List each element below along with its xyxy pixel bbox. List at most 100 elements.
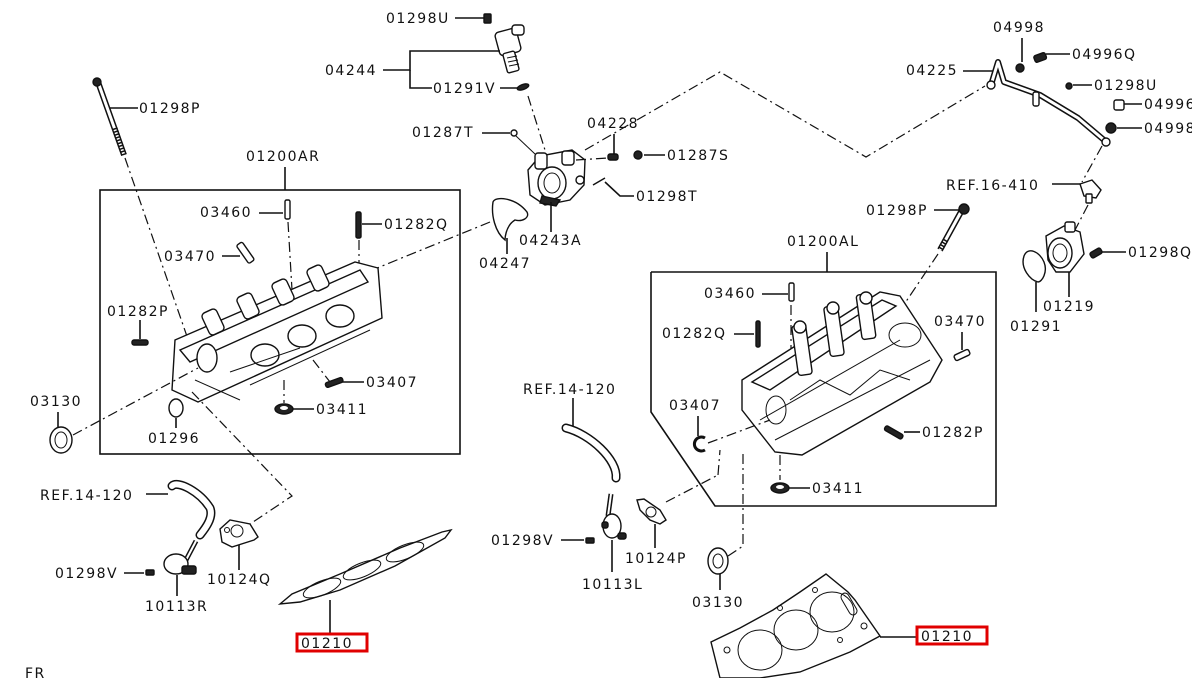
pin-03470 xyxy=(236,241,255,264)
cylinder-head-left-box xyxy=(650,271,997,507)
stud-01282Q-left xyxy=(755,320,761,348)
highlight-01210-left[interactable]: 01210 xyxy=(295,632,369,653)
oil-seal-03130-center xyxy=(707,547,729,575)
guide-line xyxy=(717,449,721,476)
label-01282P-left[interactable]: 01282P xyxy=(922,425,984,441)
label-01210-left[interactable]: 01210 xyxy=(301,636,353,652)
label-04225[interactable]: 04225 xyxy=(906,63,958,79)
guide-line xyxy=(191,391,293,525)
label-01287S[interactable]: 01287S xyxy=(667,148,729,164)
label-01282P-right[interactable]: 01282P xyxy=(107,304,169,320)
label-03470-left[interactable]: 03470 xyxy=(934,314,986,330)
highlight-box xyxy=(915,625,989,646)
label-01298P-left[interactable]: 01298P xyxy=(139,101,201,117)
stud-01282P xyxy=(131,339,149,346)
label-01298Q[interactable]: 01298Q xyxy=(1128,245,1192,261)
label-fr-marker: FR xyxy=(25,666,46,678)
water-outlet-10113L xyxy=(601,493,627,540)
label-04996-right[interactable]: 04996 xyxy=(1144,97,1192,113)
label-03407-right[interactable]: 03407 xyxy=(366,375,418,391)
pin-03470-left xyxy=(953,348,971,362)
washer-04998-right xyxy=(1105,122,1117,134)
guide-line xyxy=(287,221,293,291)
guide-line xyxy=(527,95,546,151)
label-04243A[interactable]: 04243A xyxy=(519,233,582,249)
label-ref-14-120-center[interactable]: REF.14-120 xyxy=(523,382,616,398)
guide-line xyxy=(312,359,331,383)
label-10113L[interactable]: 10113L xyxy=(582,577,643,593)
cylinder-head-right-box xyxy=(99,189,461,455)
label-03460-right[interactable]: 03460 xyxy=(200,205,252,221)
bolt-01298V-center xyxy=(585,537,595,544)
label-03460-left[interactable]: 03460 xyxy=(704,286,756,302)
label-10124P[interactable]: 10124P xyxy=(625,551,687,567)
label-10124Q[interactable]: 10124Q xyxy=(207,572,272,588)
label-04228[interactable]: 04228 xyxy=(587,116,639,132)
label-03411-left[interactable]: 03411 xyxy=(812,481,864,497)
gasket-10124P xyxy=(636,498,667,525)
label-01282Q-right[interactable]: 01282Q xyxy=(384,217,449,233)
label-03130-left[interactable]: 03130 xyxy=(30,394,82,410)
bolt-01298U xyxy=(483,13,492,24)
highlight-01210-right[interactable]: 01210 xyxy=(915,625,989,646)
label-01210-right[interactable]: 01210 xyxy=(921,629,973,645)
label-04996Q[interactable]: 04996Q xyxy=(1072,47,1137,63)
sensor-ref-16-410 xyxy=(1079,179,1102,199)
sprocket-housing-04243A xyxy=(527,149,586,207)
plug-01296 xyxy=(168,398,184,418)
label-03130-center[interactable]: 03130 xyxy=(692,595,744,611)
bolt-01298U-right xyxy=(1065,82,1073,90)
label-04247[interactable]: 04247 xyxy=(479,256,531,272)
label-01291[interactable]: 01291 xyxy=(1010,319,1062,335)
guide-line xyxy=(359,221,491,276)
head-gasket-01210-right xyxy=(710,573,882,678)
washer-04998-top xyxy=(1015,63,1025,73)
guide-line xyxy=(665,474,719,503)
label-01200AR[interactable]: 01200AR xyxy=(246,149,320,165)
plug-04228 xyxy=(607,153,619,161)
label-ref-16-410[interactable]: REF.16-410 xyxy=(946,178,1039,194)
label-01298P-right[interactable]: 01298P xyxy=(866,203,928,219)
dowel-03460 xyxy=(284,199,291,220)
cylinder-head-right xyxy=(171,261,383,403)
label-03411-right[interactable]: 03411 xyxy=(316,402,368,418)
highlight-box xyxy=(295,632,369,653)
head-bolt-01298P-left xyxy=(92,77,127,157)
guide-line xyxy=(1081,145,1103,183)
label-04998-right[interactable]: 04998 xyxy=(1144,121,1192,137)
label-01282Q-left[interactable]: 01282Q xyxy=(662,326,727,342)
oil-control-valve-04244 xyxy=(494,24,525,74)
label-01287T[interactable]: 01287T xyxy=(412,125,474,141)
plug-01287S xyxy=(633,150,643,160)
bolt-04996-right xyxy=(1113,99,1125,111)
label-01298V-center[interactable]: 01298V xyxy=(491,533,554,549)
label-01298U-right[interactable]: 01298U xyxy=(1094,78,1158,94)
bolt-01298V-left xyxy=(145,569,155,576)
ball-01287T xyxy=(510,129,518,137)
gasket-04247 xyxy=(491,197,529,242)
label-04998-top[interactable]: 04998 xyxy=(993,20,1045,36)
label-10113R[interactable]: 10113R xyxy=(145,599,208,615)
label-03407-left[interactable]: 03407 xyxy=(669,398,721,414)
pin-03407 xyxy=(324,376,344,389)
label-01200AL[interactable]: 01200AL xyxy=(787,234,859,250)
group-04244: 01298U 04244 01291V xyxy=(325,11,530,97)
gasket-10124Q xyxy=(219,519,259,548)
water-outlet-10113R xyxy=(163,539,199,575)
label-01219[interactable]: 01219 xyxy=(1043,299,1095,315)
label-01298T[interactable]: 01298T xyxy=(636,189,698,205)
label-01296[interactable]: 01296 xyxy=(148,431,200,447)
guide-line xyxy=(584,71,986,158)
label-ref-14-120-left[interactable]: REF.14-120 xyxy=(40,488,133,504)
label-01291V[interactable]: 01291V xyxy=(433,81,496,97)
label-01298U[interactable]: 01298U xyxy=(386,11,450,27)
o-ring-01291V xyxy=(516,83,530,91)
leader-line xyxy=(409,70,432,89)
label-01298V-left[interactable]: 01298V xyxy=(55,566,118,582)
label-03470-right[interactable]: 03470 xyxy=(164,249,216,265)
label-04244[interactable]: 04244 xyxy=(325,63,377,79)
clip-03407-left xyxy=(692,435,706,453)
guide-line xyxy=(124,157,191,346)
gasket-01291 xyxy=(1022,250,1047,283)
